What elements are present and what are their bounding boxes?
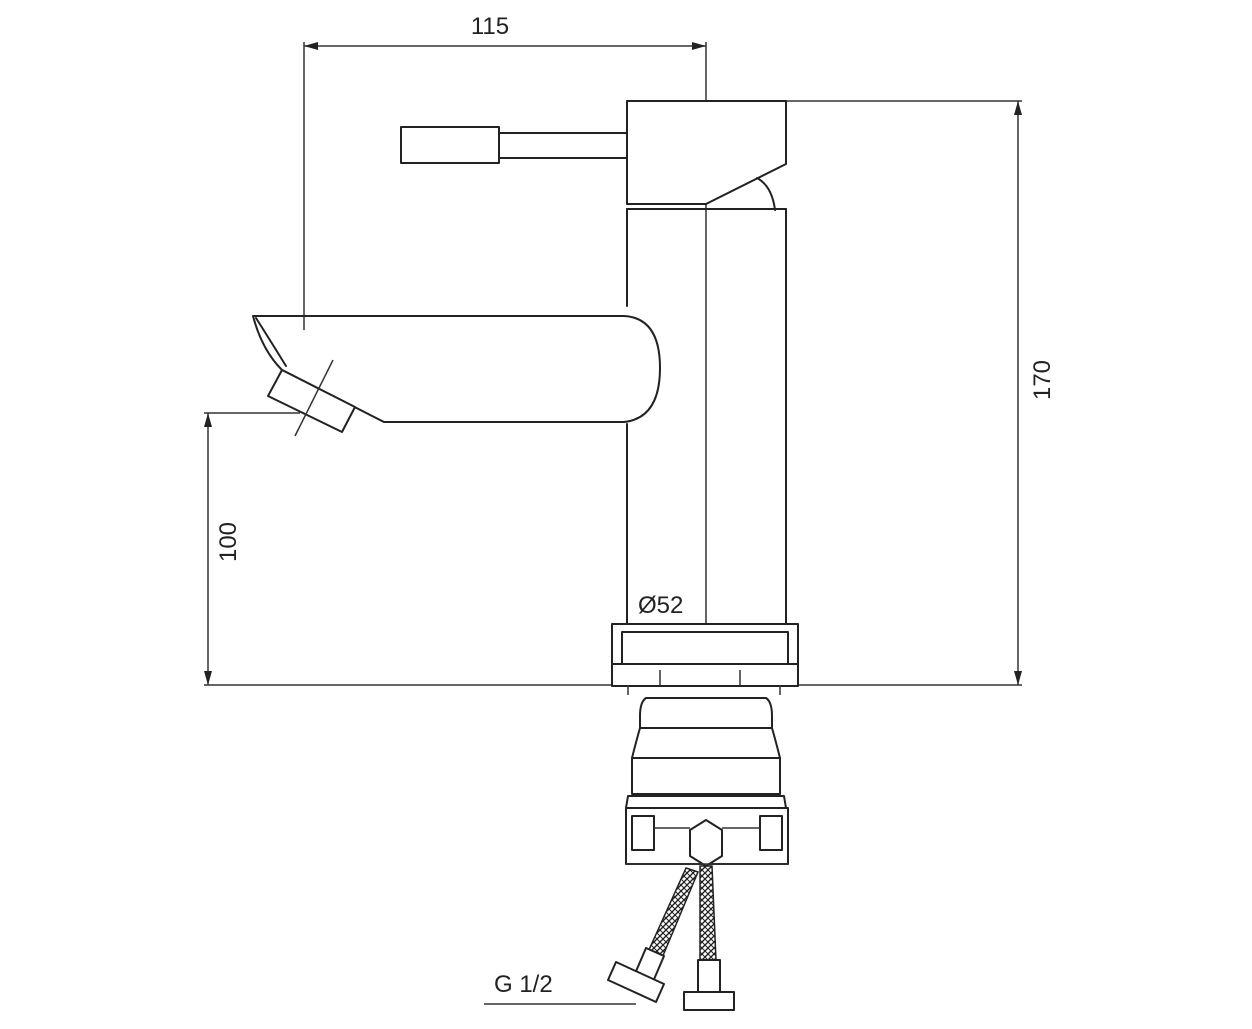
thread-label: G 1/2 [494, 971, 553, 998]
arrowhead-top [1014, 101, 1022, 115]
shank-taper [631, 727, 781, 759]
hose-vertical-ferrule [697, 959, 721, 993]
spout-inner-curve [255, 317, 287, 367]
head-body [626, 100, 787, 205]
hex-nut [625, 807, 789, 867]
flange-outer [611, 623, 799, 687]
hose-angled-nut [607, 961, 665, 1003]
spout-height-label: 100 [215, 522, 242, 562]
shank-body [631, 757, 781, 795]
shank-rim [625, 795, 787, 809]
thread-callout: G 1/2 [484, 971, 636, 1005]
hose-angled [647, 867, 700, 959]
cartridge-head [626, 100, 787, 211]
hose-vertical [699, 865, 717, 961]
spout [252, 315, 661, 437]
fixing-shank [625, 697, 787, 809]
lever-grip [400, 126, 500, 164]
base-diameter-label: Ø52 [638, 592, 683, 619]
head-curve [756, 177, 776, 211]
arrowhead-left [304, 42, 318, 50]
supply-hoses [607, 865, 735, 1011]
height-dimension-label: 170 [1029, 360, 1056, 400]
arrowhead-spout-bottom [204, 671, 212, 685]
nut-face-right [759, 815, 783, 851]
dimension-spout-100: 100 [204, 412, 300, 685]
spout-outline [252, 315, 661, 423]
aerator [267, 369, 356, 433]
dimension-height-170: 170 [786, 100, 1056, 685]
faucet-body [626, 208, 787, 626]
aerator-axis-line [294, 359, 334, 437]
nut-face-left [631, 815, 655, 851]
hose-vertical-nut [683, 991, 735, 1011]
arrowhead-bottom [1014, 671, 1022, 685]
width-dimension-label: 115 [471, 13, 509, 40]
lever-handle [400, 126, 634, 164]
shank-top-collar [639, 697, 773, 729]
base-flange: Ø52 [611, 592, 799, 695]
nut-center-hex [689, 819, 723, 867]
arrowhead-right [692, 42, 706, 50]
arrowhead-spout-top [204, 413, 212, 427]
